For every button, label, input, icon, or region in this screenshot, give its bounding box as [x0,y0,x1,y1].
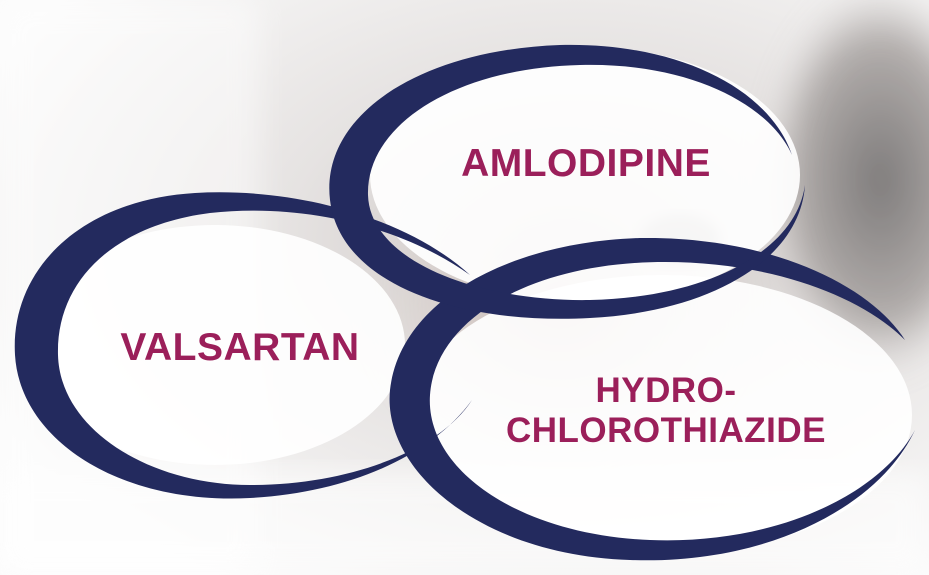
label-amlodipine: AMLODIPINE [461,142,711,185]
oval-labels: AMLODIPINE VALSARTAN HYDRO- CHLOROTHIAZI… [120,142,826,450]
oval-fills [25,47,912,555]
label-valsartan: VALSARTAN [120,326,359,369]
label-hydrochlorothiazide-line1: HYDRO- [595,371,736,410]
label-hydrochlorothiazide-line2: CHLOROTHIAZIDE [506,411,826,450]
